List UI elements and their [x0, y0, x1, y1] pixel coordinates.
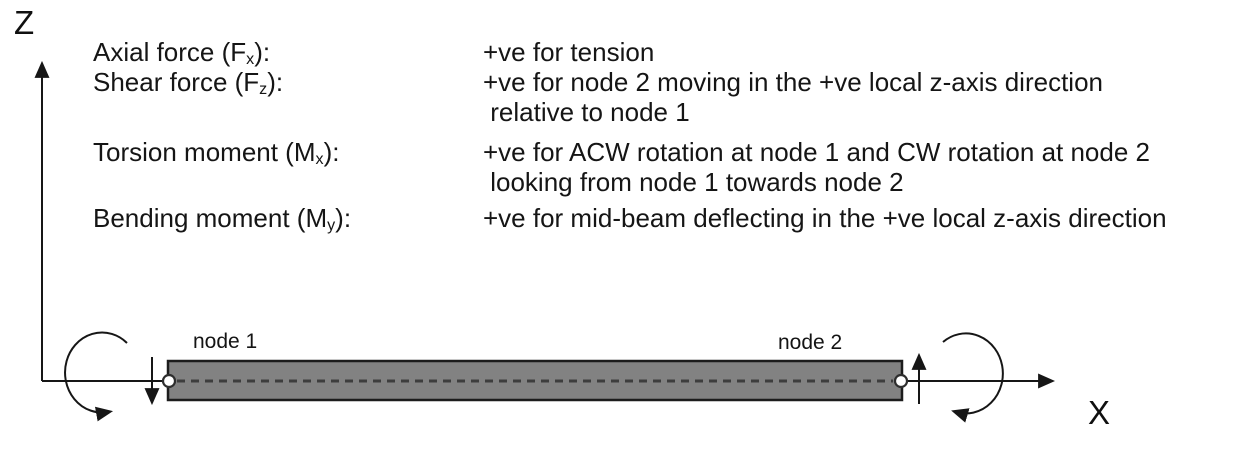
term-suffix: ): — [323, 137, 340, 167]
convention-description-line: looking from node 1 towards node 2 — [483, 167, 904, 197]
node1-marker — [161, 373, 177, 389]
convention-description-line: relative to node 1 — [483, 97, 690, 127]
z-axis-label: Z — [14, 4, 35, 41]
convention-row: Axial force (Fx): +ve for tension — [93, 37, 1242, 67]
x-axis-label: X — [1088, 394, 1111, 431]
term-suffix: ): — [267, 67, 284, 97]
term-suffix: ): — [335, 203, 352, 233]
convention-description-line: +ve for ACW rotation at node 1 and CW ro… — [483, 137, 1150, 167]
convention-term: Torsion moment (Mx): — [93, 137, 483, 167]
convention-description: +ve for mid-beam deflecting in the +ve l… — [483, 203, 1242, 233]
convention-row: Shear force (Fz): +ve for node 2 moving … — [93, 67, 1242, 127]
term-suffix: ): — [254, 37, 271, 67]
term-text: Torsion moment (M — [93, 137, 316, 167]
term-text: Shear force (F — [93, 67, 260, 97]
convention-row: Bending moment (My): +ve for mid-beam de… — [93, 203, 1242, 233]
term-subscript: z — [259, 79, 268, 98]
convention-description: +ve for tension — [483, 37, 1242, 67]
convention-term: Shear force (Fz): — [93, 67, 483, 97]
node2-label: node 2 — [778, 331, 843, 354]
rotation-arrow-node1 — [64, 331, 128, 422]
term-subscript: x — [246, 49, 255, 68]
convention-term: Axial force (Fx): — [93, 37, 483, 67]
term-text: Bending moment (M — [93, 203, 328, 233]
node1-label: node 1 — [193, 330, 258, 353]
convention-description-line: +ve for node 2 moving in the +ve local z… — [483, 67, 1104, 97]
convention-description: +ve for node 2 moving in the +ve local z… — [483, 67, 1242, 127]
node2-marker — [893, 373, 909, 389]
convention-description-line: +ve for mid-beam deflecting in the +ve l… — [483, 203, 1167, 233]
convention-row: Torsion moment (Mx): +ve for ACW rotatio… — [93, 137, 1242, 197]
convention-description-line: +ve for tension — [483, 37, 655, 67]
rotation-arrow-node2 — [942, 332, 1004, 423]
term-subscript: y — [327, 215, 336, 234]
term-text: Axial force (F — [93, 37, 247, 67]
term-subscript: x — [315, 149, 324, 168]
convention-term: Bending moment (My): — [93, 203, 483, 233]
convention-description: +ve for ACW rotation at node 1 and CW ro… — [483, 137, 1242, 197]
